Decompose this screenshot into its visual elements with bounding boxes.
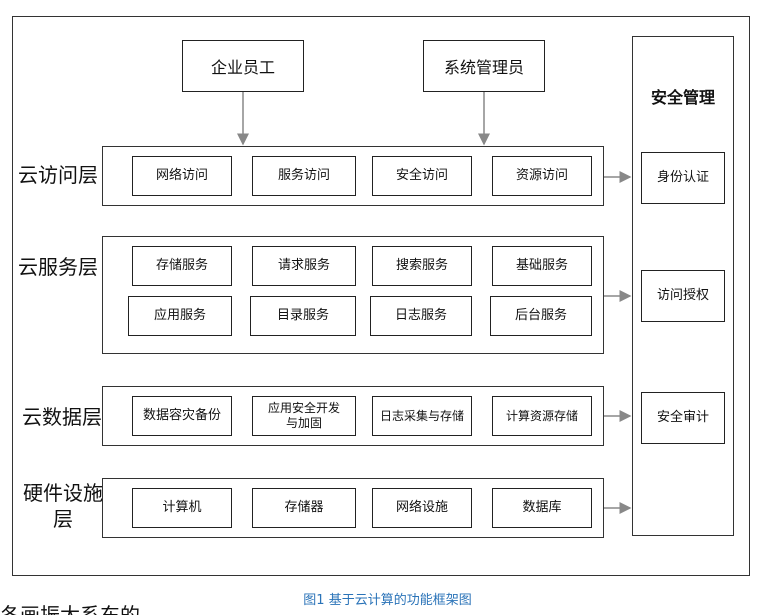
- access-item: 服务访问: [252, 156, 356, 196]
- service-item: 基础服务: [492, 246, 592, 286]
- security-item-identity: 身份认证: [641, 152, 725, 204]
- data-item: 应用安全开发 与加固: [252, 396, 356, 436]
- service-item: 后台服务: [490, 296, 592, 336]
- service-item: 日志服务: [370, 296, 472, 336]
- hardware-item: 存储器: [252, 488, 356, 528]
- service-item: 目录服务: [250, 296, 356, 336]
- data-item: 数据容灾备份: [132, 396, 232, 436]
- hardware-item: 网络设施: [372, 488, 472, 528]
- hardware-layer-label: 硬件设施 层: [23, 481, 103, 531]
- cutoff-text: 冬画振太系东的: [0, 604, 140, 615]
- enterprise-employee-box: 企业员工: [182, 40, 304, 92]
- data-item: 计算资源存储: [492, 396, 592, 436]
- access-item: 资源访问: [492, 156, 592, 196]
- service-item: 应用服务: [128, 296, 232, 336]
- service-item: 存储服务: [132, 246, 232, 286]
- service-item: 请求服务: [252, 246, 356, 286]
- data-item: 日志采集与存储: [372, 396, 472, 436]
- service-item: 搜索服务: [372, 246, 472, 286]
- access-item: 安全访问: [372, 156, 472, 196]
- security-item-authorization: 访问授权: [641, 270, 725, 322]
- service-layer-label: 云服务层: [18, 255, 98, 279]
- system-admin-box: 系统管理员: [423, 40, 545, 92]
- security-item-audit: 安全审计: [641, 392, 725, 444]
- access-item: 网络访问: [132, 156, 232, 196]
- figure-caption: 图1 基于云计算的功能框架图: [303, 593, 472, 608]
- hardware-item: 数据库: [492, 488, 592, 528]
- security-management-title: 安全管理: [650, 88, 715, 107]
- data-layer-label: 云数据层: [22, 405, 102, 429]
- access-layer-label: 云访问层: [18, 163, 98, 187]
- hardware-item: 计算机: [132, 488, 232, 528]
